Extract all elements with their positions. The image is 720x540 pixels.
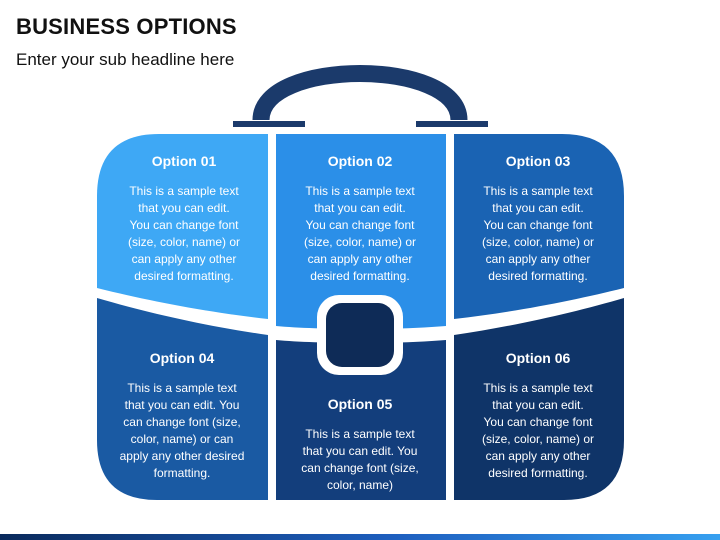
option-03-line: can apply any other [485, 252, 591, 266]
option-01-title: Option 01 [151, 153, 217, 169]
option-05-title: Option 05 [327, 396, 393, 412]
option-04-line: formatting. [153, 466, 211, 480]
option-04-title: Option 04 [149, 350, 215, 366]
option-01-text: Option 01 This is a sample text that you… [103, 153, 265, 285]
handle-base-right [416, 121, 488, 127]
option-01-line: You can change font [129, 218, 239, 232]
option-04-body: This is a sample text that you can edit.… [100, 380, 264, 482]
option-04-line: This is a sample text [127, 381, 237, 395]
option-04-line: that you can edit. You [124, 398, 240, 412]
option-06-line: desired formatting. [488, 466, 588, 480]
option-03-line: desired formatting. [488, 269, 588, 283]
option-05-panel [276, 340, 446, 500]
option-02-line: that you can edit. [314, 201, 406, 215]
briefcase-clasp [326, 303, 394, 367]
page-subtitle: Enter your sub headline here [16, 50, 235, 69]
page-title: BUSINESS OPTIONS [16, 14, 237, 39]
option-02-line: (size, color, name) or [303, 235, 417, 249]
option-02-panel [276, 134, 446, 329]
option-02-title: Option 02 [327, 153, 393, 169]
handle-base-left [233, 121, 305, 127]
option-06-body: This is a sample text that you can edit.… [456, 380, 620, 482]
option-05-line: that you can edit. You [302, 444, 418, 458]
option-06-line: This is a sample text [483, 381, 593, 395]
option-03-line: This is a sample text [483, 184, 593, 198]
option-01-body: This is a sample text that you can edit.… [103, 183, 265, 285]
option-04-text: Option 04 This is a sample text that you… [100, 350, 264, 482]
option-05-body: This is a sample text that you can edit.… [278, 426, 442, 494]
option-06-line: (size, color, name) or [481, 432, 595, 446]
option-04-panel [97, 298, 268, 500]
option-03-text: Option 03 This is a sample text that you… [456, 153, 620, 285]
option-02-line: can apply any other [307, 252, 413, 266]
option-01-line: that you can edit. [138, 201, 230, 215]
option-03-title: Option 03 [505, 153, 571, 169]
option-03-line: You can change font [483, 218, 593, 232]
option-06-panel [454, 298, 624, 500]
option-01-line: (size, color, name) or [127, 235, 241, 249]
option-06-line: can apply any other [485, 449, 591, 463]
option-03-panel [454, 134, 624, 319]
option-02-line: desired formatting. [310, 269, 410, 283]
option-06-text: Option 06 This is a sample text that you… [456, 350, 620, 482]
option-05-text: Option 05 This is a sample text that you… [278, 396, 442, 494]
option-04-line: apply any other desired [119, 449, 245, 463]
option-02-line: This is a sample text [305, 184, 415, 198]
option-05-line: color, name) [326, 478, 394, 492]
option-01-line: can apply any other [131, 252, 237, 266]
option-05-line: can change font (size, [301, 461, 419, 475]
option-01-line: desired formatting. [134, 269, 234, 283]
option-03-line: (size, color, name) or [481, 235, 595, 249]
option-02-line: You can change font [305, 218, 415, 232]
option-06-line: that you can edit. [492, 398, 584, 412]
option-01-line: This is a sample text [129, 184, 239, 198]
option-06-line: You can change font [483, 415, 593, 429]
option-06-title: Option 06 [505, 350, 571, 366]
option-02-body: This is a sample text that you can edit.… [278, 183, 442, 285]
option-04-line: can change font (size, [123, 415, 241, 429]
option-04-line: color, name) or can [130, 432, 234, 446]
option-05-line: This is a sample text [305, 427, 415, 441]
footer-accent-bar [0, 534, 720, 540]
option-02-text: Option 02 This is a sample text that you… [278, 153, 442, 285]
option-01-panel [97, 134, 268, 319]
option-03-line: that you can edit. [492, 201, 584, 215]
option-03-body: This is a sample text that you can edit.… [456, 183, 620, 285]
briefcase-handle [252, 65, 468, 122]
